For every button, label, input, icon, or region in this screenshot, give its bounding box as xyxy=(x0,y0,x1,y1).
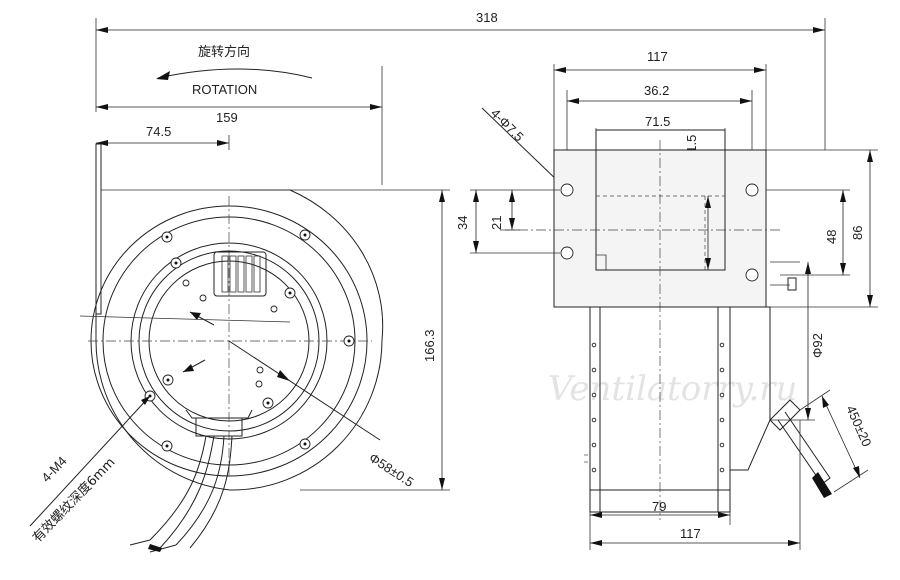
dimension-117-bottom: 117 xyxy=(590,420,801,550)
leader-upper-left xyxy=(79,315,291,323)
watermark: Ventilatorry.ru xyxy=(548,369,797,409)
dimension-159: 159 xyxy=(96,66,383,185)
dimension-74-5: 74.5 xyxy=(96,124,230,150)
dimension-41-5-line xyxy=(705,196,711,270)
terminal-block xyxy=(213,251,267,297)
dim-phi58-text: Φ58±0.5 xyxy=(366,450,416,490)
rotation-en-label: ROTATION xyxy=(192,82,257,97)
dimension-79: 79 xyxy=(589,499,731,550)
dimension-36-2: 36.2 xyxy=(566,83,753,190)
left-flange-strip xyxy=(95,143,102,315)
cable-wire-1 xyxy=(149,435,207,541)
rotation-cn-label: 旋转方向 xyxy=(198,44,250,60)
dim-117-bottom-text: 117 xyxy=(680,526,701,541)
dim-71-5-text: 71.5 xyxy=(645,114,670,129)
thread-depth-text: 有效螺纹深度6mm xyxy=(29,454,118,545)
dim-159-text: 159 xyxy=(216,110,238,125)
rotation-arrow-curve xyxy=(157,68,313,79)
dimension-phi92: Φ92 xyxy=(770,262,825,421)
outlet-opening xyxy=(595,129,726,271)
motor-holes xyxy=(182,279,278,388)
dim-21-text: 21 xyxy=(489,216,504,230)
dim-34-text: 34 xyxy=(455,216,470,230)
dimension-34: 34 xyxy=(455,189,560,254)
hole-pattern-text: 4-Φ7.5 xyxy=(488,106,527,145)
dim-450-text: 450±20 xyxy=(843,403,874,449)
dim-36-2-text: 36.2 xyxy=(644,83,669,98)
flange-holes xyxy=(560,183,759,282)
dim-318-text: 318 xyxy=(476,10,498,25)
dimension-166-3: 166.3 xyxy=(240,189,450,491)
thread-spec-text: 4-M4 xyxy=(38,453,69,485)
dim-86-text: 86 xyxy=(850,226,865,240)
phi58-leader xyxy=(228,340,381,441)
side-rivets xyxy=(591,342,725,473)
cable-outlet xyxy=(129,409,253,553)
dim-117-top-text: 117 xyxy=(647,49,668,64)
outlet-flange xyxy=(553,149,767,308)
dim-74-5-text: 74.5 xyxy=(146,124,171,139)
dimension-21: 21 xyxy=(489,190,520,231)
dimension-86: 86 xyxy=(766,149,878,308)
dimension-48: 48 xyxy=(766,189,850,276)
dim-166-3-text: 166.3 xyxy=(422,329,437,362)
dimension-117-top: 117 xyxy=(553,49,767,150)
dimension-450: 450±20 xyxy=(799,389,875,493)
dim-phi92-text: Φ92 xyxy=(810,333,825,358)
cable-gland xyxy=(769,399,832,498)
dim-48-text: 48 xyxy=(824,230,839,244)
thread-leader xyxy=(29,395,151,527)
dim-79-text: 79 xyxy=(652,499,666,514)
dimension-318: 318 xyxy=(95,10,826,150)
housing-side-body xyxy=(589,306,731,513)
rotation-arrow-head xyxy=(156,71,170,80)
